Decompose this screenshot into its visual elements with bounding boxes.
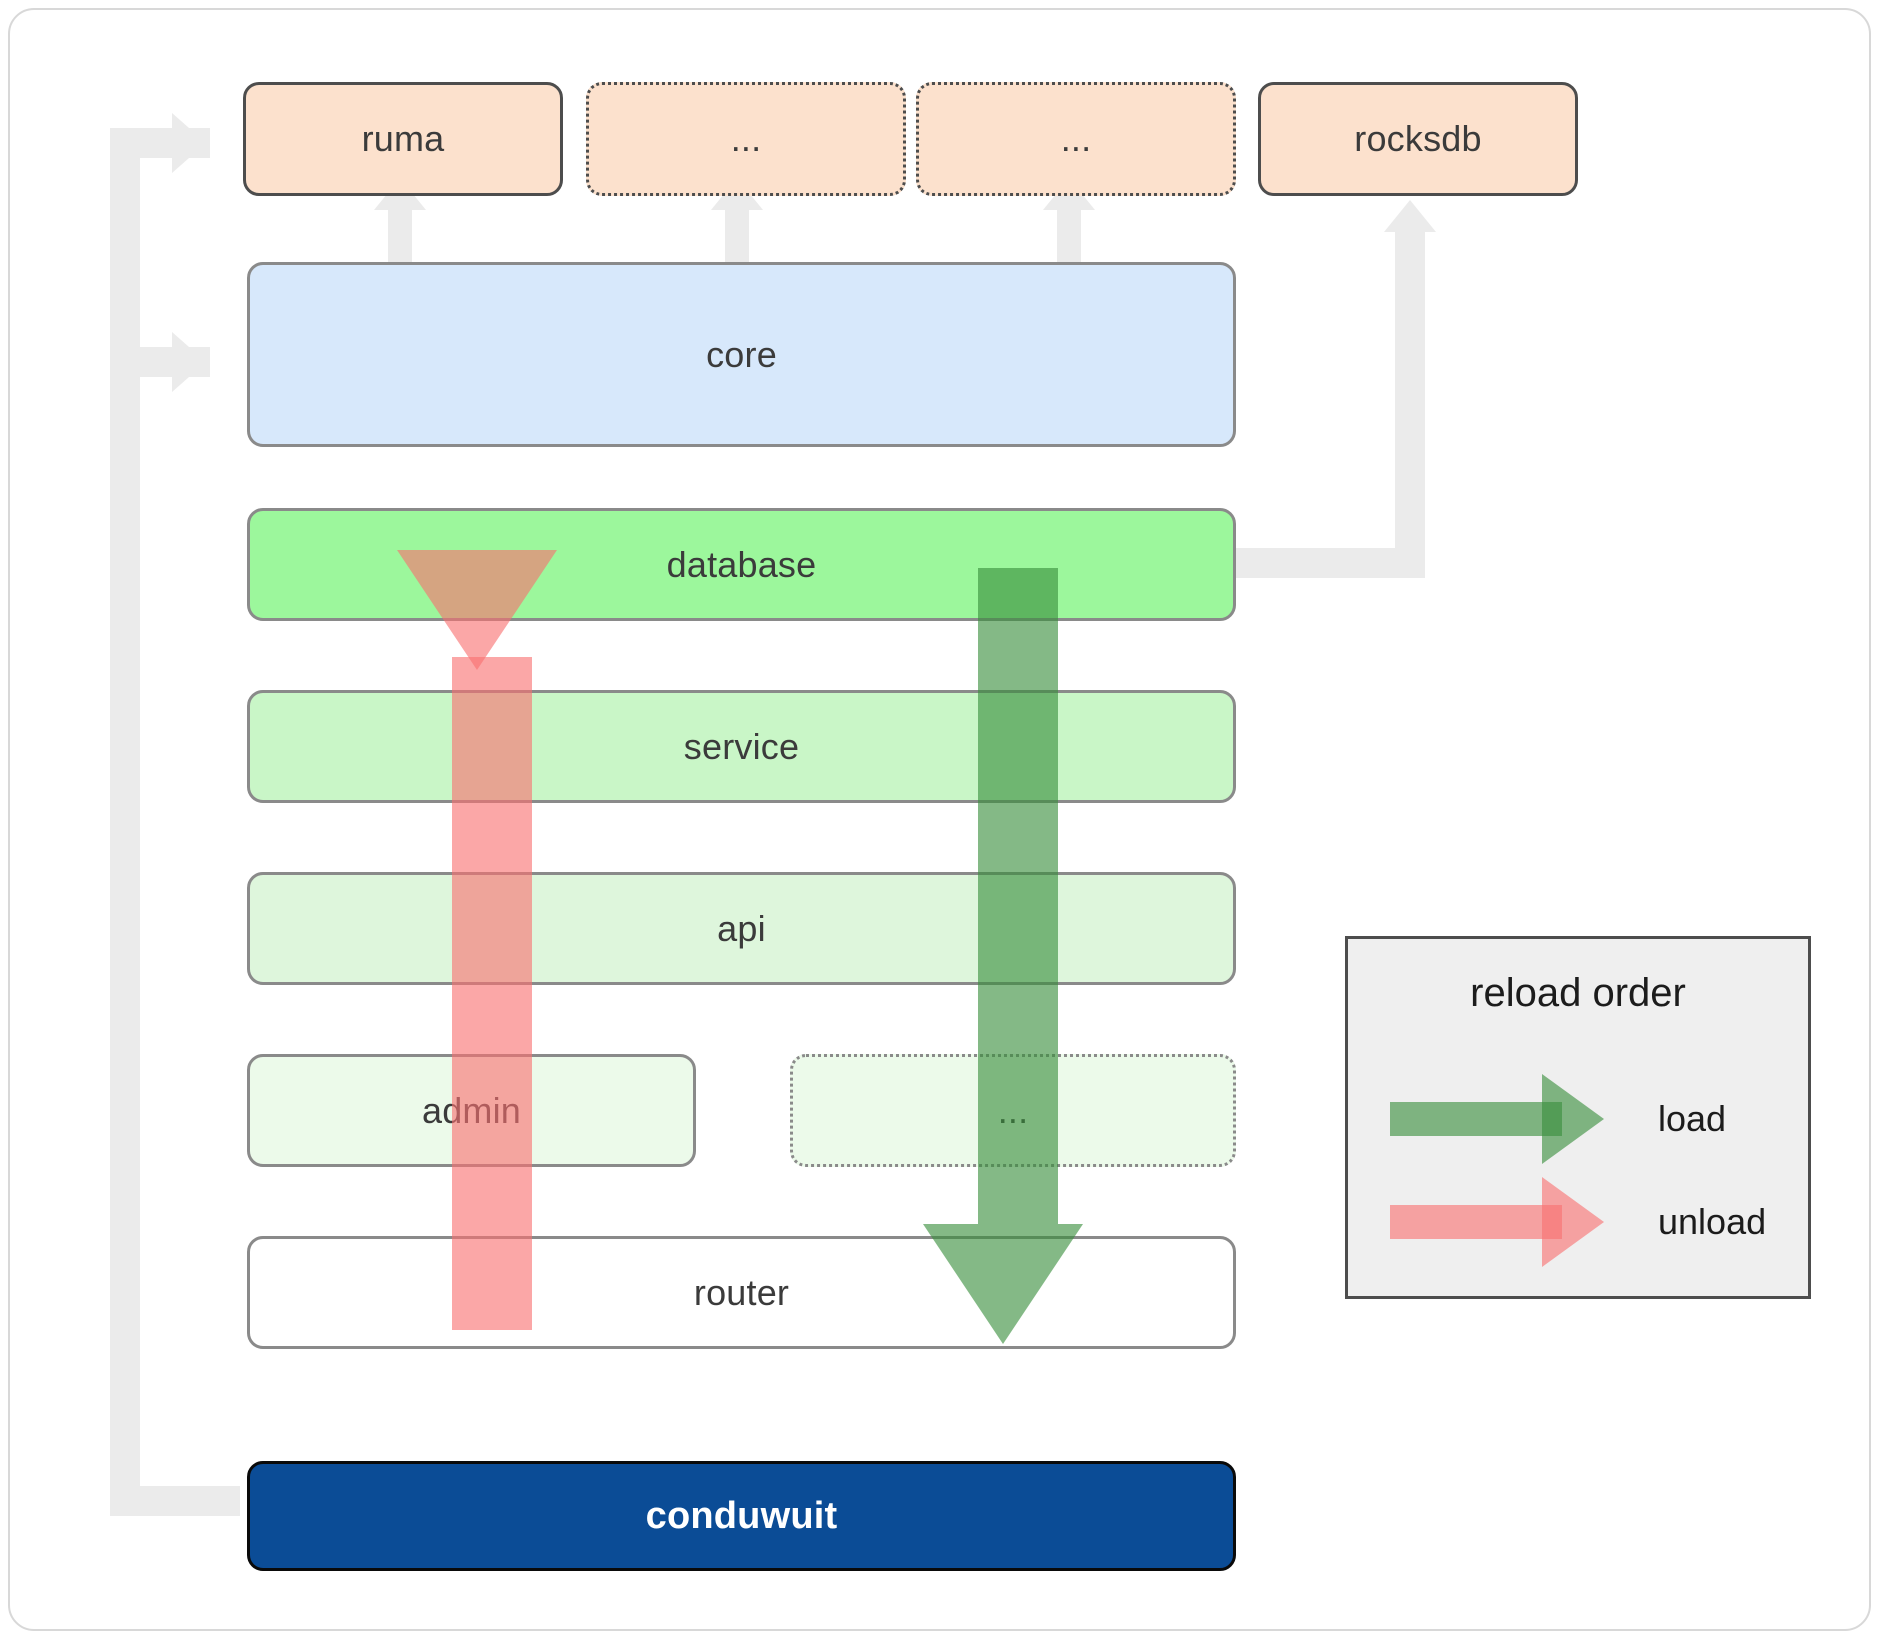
legend-row-unload: unload: [1390, 1177, 1790, 1267]
node-database-label: database: [666, 543, 817, 585]
node-api-label: api: [717, 907, 766, 949]
node-service-label: service: [683, 725, 800, 767]
wire-core-to-dep2: [725, 210, 749, 262]
node-router[interactable]: router: [247, 1236, 1236, 1349]
node-ruma[interactable]: ruma: [243, 82, 563, 196]
node-rocksdb[interactable]: rocksdb: [1258, 82, 1578, 196]
legend-row-load: load: [1390, 1074, 1790, 1164]
node-ruma-label: ruma: [361, 118, 445, 159]
wire-database-to-rocksdb-vertical: [1395, 232, 1425, 578]
wire-core-to-ruma: [388, 210, 412, 262]
node-dep-2[interactable]: ...: [586, 82, 906, 196]
legend-unload-arrowhead: [1542, 1177, 1604, 1267]
legend-title: reload order: [1470, 971, 1686, 1015]
wire-arrow-ruma: [172, 113, 206, 173]
wire-arrow-core: [172, 332, 206, 392]
legend-load-arrowhead: [1542, 1074, 1604, 1164]
node-dep-3[interactable]: ...: [916, 82, 1236, 196]
node-conduwuit-label: conduwuit: [645, 1494, 838, 1537]
legend-panel: reload order load unload: [1345, 936, 1811, 1299]
node-dep-2-label: ...: [730, 118, 762, 159]
wire-database-to-rocksdb-horizontal: [1230, 548, 1410, 578]
legend-load-label: load: [1658, 1098, 1727, 1139]
load-arrow-shaft: [978, 568, 1058, 1224]
node-conduwuit[interactable]: conduwuit: [247, 1461, 1236, 1571]
unload-arrow-head: [397, 550, 557, 670]
node-api[interactable]: api: [247, 872, 1236, 985]
node-core-label: core: [706, 333, 777, 375]
wire-left-spine-vertical: [110, 128, 140, 1516]
node-service[interactable]: service: [247, 690, 1236, 803]
node-core[interactable]: core: [247, 262, 1236, 447]
legend-load-shaft: [1390, 1102, 1562, 1136]
node-router-label: router: [693, 1271, 790, 1313]
unload-arrow-shaft: [452, 657, 532, 1330]
node-rocksdb-label: rocksdb: [1354, 118, 1482, 159]
legend-unload-label: unload: [1658, 1201, 1767, 1242]
load-arrow-head: [923, 1224, 1083, 1344]
legend-unload-shaft: [1390, 1205, 1562, 1239]
wire-arrow-rocksdb: [1384, 200, 1436, 232]
node-database[interactable]: database: [247, 508, 1236, 621]
wire-core-to-dep3: [1057, 210, 1081, 262]
wire-left-to-conduwuit: [110, 1486, 240, 1516]
node-dep-3-label: ...: [1060, 118, 1092, 159]
diagram-card: [8, 8, 1871, 1631]
